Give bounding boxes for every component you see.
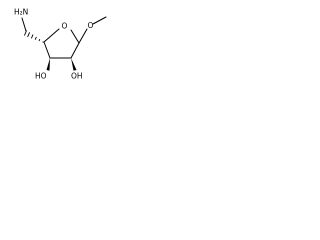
molecule-structure: O O H₂N HO OH	[14, 8, 107, 81]
bond-ch2-nh2	[21, 17, 27, 32]
amine-label: H₂N	[14, 8, 28, 17]
hydroxyl-right-label: OH	[71, 72, 83, 81]
bond-c1-methoxy-o	[78, 28, 88, 44]
bond-ring-c3-c4	[43, 41, 51, 59]
bond-ring-c1-c2	[70, 42, 80, 59]
bond-ring-o-c1	[70, 29, 80, 44]
ring-oxygen-label: O	[62, 22, 68, 31]
hashed-wedge-c4-ch2	[23, 30, 44, 43]
methoxy-oxygen-label: O	[88, 21, 94, 30]
bond-ring-c4-o	[43, 28, 60, 43]
hydroxyl-left-label: HO	[35, 72, 47, 81]
bond-lines	[21, 16, 107, 59]
bond-methoxy-methyl	[92, 16, 107, 25]
wedge-c2-oh	[71, 58, 77, 71]
wedge-c3-ho	[46, 58, 50, 71]
